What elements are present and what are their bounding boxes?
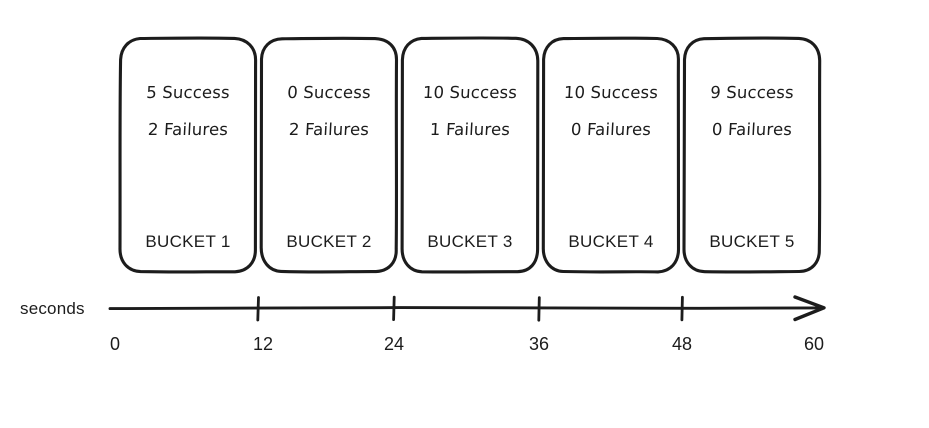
bucket-outline-shape [259,36,399,274]
bucket-success-label: 9 Success [709,83,795,102]
bucket-success-label: 0 Success [286,83,372,102]
bucket-failures-label: 1 Failures [429,120,511,139]
bucket-card-2[interactable]: 0 Success 2 Failures BUCKET 2 [259,36,399,274]
bucket-title: BUCKET 4 [568,232,654,251]
bucket-card-1[interactable]: 5 Success 2 Failures BUCKET 1 [118,36,258,274]
bucket-outline-shape [682,36,822,274]
axis-tick-48 [680,295,684,322]
bucket-failures-label: 0 Failures [711,120,793,139]
bucket-card-3[interactable]: 10 Success 1 Failures BUCKET 3 [400,36,540,274]
axis-tick-label-24: 24 [383,334,405,354]
bucket-success-label: 5 Success [145,83,231,102]
axis-tick-12 [256,296,260,322]
axis-unit-label: seconds [20,299,85,318]
bucket-card-4[interactable]: 10 Success 0 Failures BUCKET 4 [541,36,681,274]
bucket-failures-label: 2 Failures [288,120,370,139]
bucket-success-label: 10 Success [563,83,659,102]
axis-tick-label-60: 60 [803,334,825,354]
axis-tick-label-36: 36 [528,334,550,354]
bucket-title: BUCKET 1 [145,232,231,251]
axis-arrow-icon [793,295,826,322]
axis-tick-label-48: 48 [671,334,693,354]
bucket-outline-shape [118,36,258,274]
axis-tick-36 [537,296,541,322]
bucket-title: BUCKET 2 [286,232,372,251]
bucket-outline-shape [400,36,540,274]
bucket-failures-label: 0 Failures [570,120,652,139]
bucket-failures-label: 2 Failures [147,120,229,139]
axis-tick-24 [392,295,396,321]
bucket-success-label: 10 Success [422,83,518,102]
bucket-title: BUCKET 3 [427,232,513,251]
bucket-title: BUCKET 5 [709,232,795,251]
bucket-card-5[interactable]: 9 Success 0 Failures BUCKET 5 [682,36,822,274]
axis-tick-label-12: 12 [252,334,274,354]
bucket-outline-shape [541,36,681,274]
axis-tick-label-0: 0 [109,334,120,354]
